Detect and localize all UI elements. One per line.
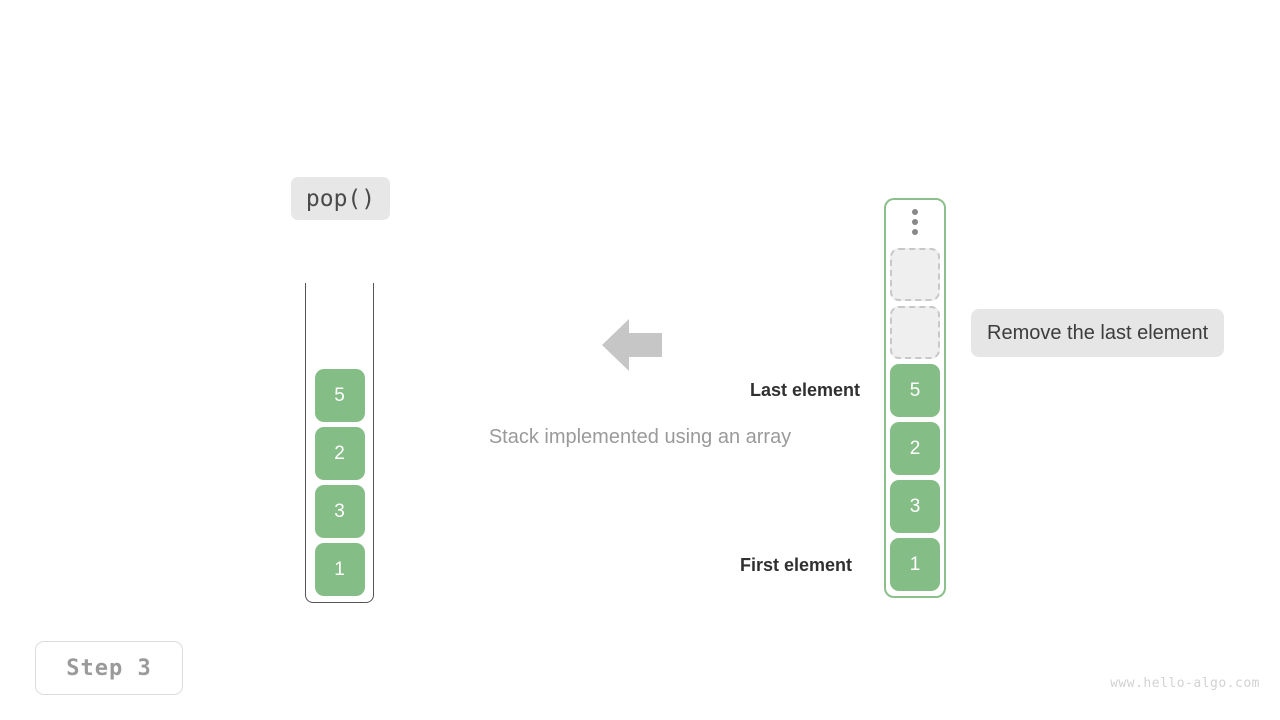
stack-visualization: 5 2 3 1 xyxy=(305,283,374,603)
array-element: 2 xyxy=(890,422,940,475)
vertical-ellipsis-icon xyxy=(886,209,944,235)
site-watermark: www.hello-algo.com xyxy=(1110,676,1260,691)
array-empty-slot xyxy=(890,248,940,301)
operation-tooltip: Remove the last element xyxy=(971,309,1225,357)
ellipsis-dot xyxy=(912,229,918,235)
step-badge: Step 3 xyxy=(35,641,183,695)
array-element: 1 xyxy=(890,538,940,591)
stack-element: 2 xyxy=(314,427,365,480)
stack-element: 1 xyxy=(314,543,365,596)
ellipsis-dot xyxy=(912,209,918,215)
ellipsis-dot xyxy=(912,219,918,225)
last-element-label: Last element xyxy=(749,380,860,400)
first-element-label: First element xyxy=(739,555,852,575)
pop-operation-chip: pop() xyxy=(291,177,390,220)
array-slot-list: 5 2 3 1 xyxy=(886,248,944,591)
array-element: 5 xyxy=(890,364,940,417)
array-element: 3 xyxy=(890,480,940,533)
stack-element: 5 xyxy=(314,369,365,422)
array-visualization: 5 2 3 1 xyxy=(884,198,946,598)
stack-container-outline xyxy=(305,283,374,603)
arrow-left-icon xyxy=(602,318,662,372)
stack-caption: Stack implemented using an array xyxy=(488,426,792,448)
stack-element: 3 xyxy=(314,485,365,538)
stack-element-list: 5 2 3 1 xyxy=(305,369,374,596)
array-empty-slot xyxy=(890,306,940,359)
